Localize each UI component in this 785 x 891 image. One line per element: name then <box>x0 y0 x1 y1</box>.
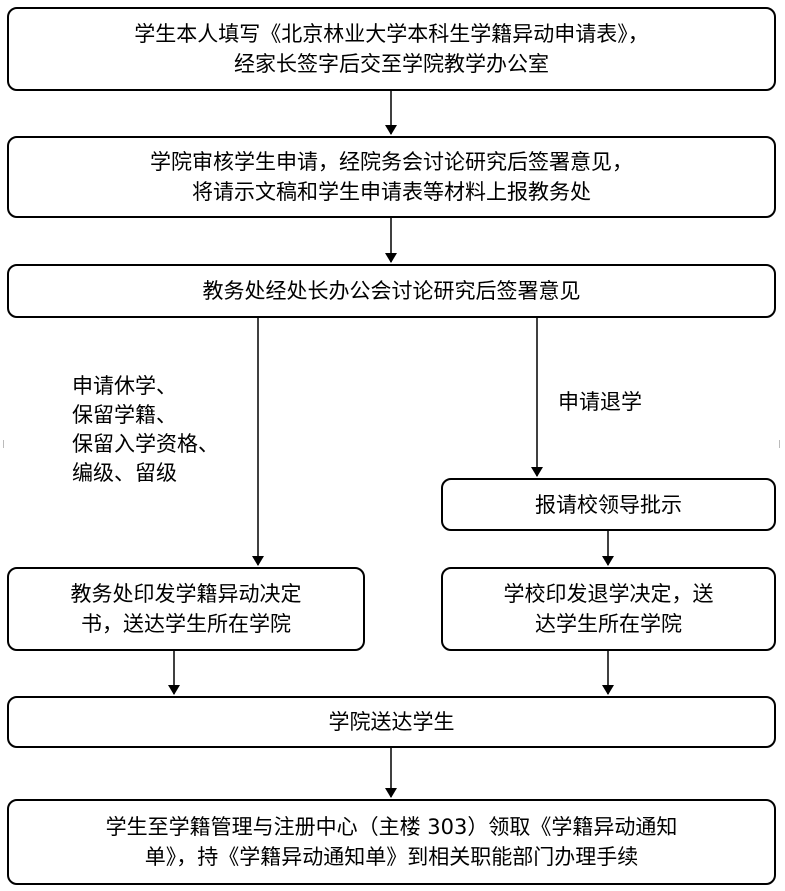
node-final-line: 单》，持《学籍异动通知单》到相关职能部门办理手续 <box>144 845 639 869</box>
label-left-branch: 申请休学、 保留学籍、 保留入学资格、 编级、留级 <box>72 372 219 488</box>
node-issue-withdraw-line: 达学生所在学院 <box>535 612 682 636</box>
node-step3-line: 教务处经处长办公会讨论研究后签署意见 <box>202 279 581 303</box>
label-left-branch-line: 保留入学资格、 <box>72 432 219 456</box>
label-left-branch-line: 申请休学、 <box>72 374 177 398</box>
label-left-branch-line: 保留学籍、 <box>72 403 177 427</box>
node-withdraw-approval-line: 报请校领导批示 <box>535 492 682 517</box>
node-issue-decision-line: 教务处印发学籍异动决定 <box>70 582 302 606</box>
node-step2-line: 学院审核学生申请，经院务会讨论研究后签署意见， <box>150 150 633 174</box>
node-deliver: 学院送达学生 <box>7 696 776 748</box>
node-issue-withdraw: 学校印发退学决定，送 达学生所在学院 <box>441 567 776 651</box>
node-final: 学生至学籍管理与注册中心（主楼 303）领取《学籍异动通知 单》，持《学籍异动通… <box>7 799 776 885</box>
node-final-line: 学生至学籍管理与注册中心（主楼 303）领取《学籍异动通知 <box>105 815 678 839</box>
node-deliver-line: 学院送达学生 <box>328 710 455 734</box>
page-edge-mark <box>779 440 784 448</box>
node-issue-withdraw-line: 学校印发退学决定，送 <box>503 582 714 606</box>
node-step1: 学生本人填写《北京林业大学本科生学籍异动申请表》， 经家长签字后交至学院教学办公… <box>7 7 776 91</box>
label-left-branch-line: 编级、留级 <box>72 461 177 485</box>
node-step1-line: 学生本人填写《北京林业大学本科生学籍异动申请表》， <box>134 22 649 46</box>
label-right-branch: 申请退学 <box>558 388 642 417</box>
node-issue-decision-line: 书，送达学生所在学院 <box>81 612 291 636</box>
label-right-branch-line: 申请退学 <box>558 390 642 414</box>
node-step1-line: 经家长签字后交至学院教学办公室 <box>234 52 549 76</box>
node-step2-line: 将请示文稿和学生申请表等材料上报教务处 <box>192 180 591 204</box>
node-step3: 教务处经处长办公会讨论研究后签署意见 <box>7 264 776 318</box>
node-withdraw-approval: 报请校领导批示 <box>441 478 776 531</box>
node-step2: 学院审核学生申请，经院务会讨论研究后签署意见， 将请示文稿和学生申请表等材料上报… <box>7 136 776 218</box>
page-edge-mark <box>3 440 8 448</box>
node-issue-decision: 教务处印发学籍异动决定 书，送达学生所在学院 <box>7 567 365 651</box>
